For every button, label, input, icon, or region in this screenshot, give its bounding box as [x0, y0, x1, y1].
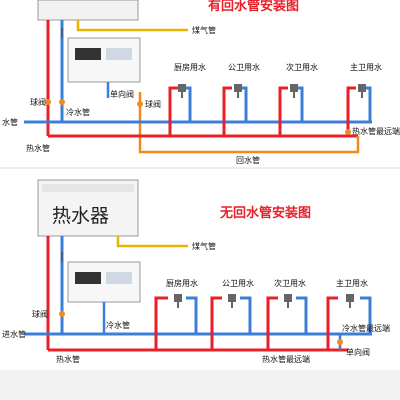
bottom-fixture-label: 公卫用水 [222, 278, 254, 288]
ball-valve-icon [59, 99, 65, 105]
bottom-fixture-label: 厨房用水 [166, 278, 198, 288]
top-pump-display [75, 48, 101, 60]
bottom-fixture-label: 主卫用水 [336, 278, 368, 288]
check-valve-icon [345, 129, 351, 135]
faucet-icon [346, 294, 354, 308]
top-water-heater [37, 0, 139, 21]
faucet-icon [228, 294, 236, 308]
ball-valve-icon [59, 311, 65, 317]
bottom-title: 无回水管安装图 [219, 205, 311, 221]
bottom-cold-pipe-label: 冷水管 [106, 320, 130, 330]
top-gas-pipe-label: 煤气管 [192, 25, 216, 35]
top-ball-valve-left-label: 球阀 [30, 97, 46, 107]
bottom-heater-label: 热水器 [52, 205, 109, 227]
top-return-pipe-label: 回水管 [236, 155, 260, 165]
bottom-check-valve-label: 单向阀 [346, 347, 370, 357]
faucet-icon [290, 84, 298, 98]
bottom-far-end-hot-label: 热水管最远端 [262, 354, 310, 364]
bottom-control-display [75, 272, 101, 284]
bottom-heater-top-panel [42, 184, 134, 192]
top-fixture-label: 主卫用水 [350, 62, 382, 72]
bottom-gas-pipe-label: 煤气管 [192, 241, 216, 251]
top-check-valve-label: 单向阀 [110, 89, 134, 99]
faucet-icon [174, 294, 182, 308]
faucet-icon [358, 84, 366, 98]
top-fixture-pipes [168, 86, 372, 136]
bottom-diagram: 热水器 无回水管安装图 煤气管 [2, 179, 390, 364]
bottom-control-panel [106, 272, 132, 284]
top-faucets [178, 84, 366, 98]
bottom-hot-pipe-label: 热水管 [56, 354, 80, 364]
ball-valve-icon [45, 99, 51, 105]
bottom-gas-pipe [116, 236, 188, 248]
faucet-icon [178, 84, 186, 98]
top-gas-pipe [76, 20, 188, 32]
ball-valve-icon [137, 101, 143, 107]
top-pump-panel [106, 48, 132, 60]
top-hot-pipe-label: 热水管 [26, 143, 50, 153]
top-fixture-label: 公卫用水 [228, 62, 260, 72]
bottom-far-end-cold-label: 冷水管最远端 [342, 323, 390, 333]
bottom-fixture-pipes [154, 296, 372, 350]
bottom-faucets [174, 294, 354, 308]
top-title: 有回水管安装图 [208, 0, 299, 14]
faucet-icon [234, 84, 242, 98]
faucet-icon [284, 294, 292, 308]
top-fixture-label: 厨房用水 [174, 62, 206, 72]
top-cold-pipe-label: 冷水管 [66, 107, 90, 117]
top-cold-in-label: 水管 [2, 117, 18, 127]
bottom-cold-in-label: 进水管 [2, 329, 26, 339]
check-valve-icon [337, 339, 343, 345]
top-diagram: 有回水管安装图 煤气管 [2, 0, 400, 165]
top-fixture-label: 次卫用水 [286, 62, 318, 72]
footer-band [0, 370, 400, 400]
top-far-end-label: 热水管最远端 [352, 126, 400, 136]
bottom-fixture-label: 次卫用水 [274, 278, 306, 288]
top-ball-valve-right-label: 球阀 [145, 99, 161, 109]
top-return-pipe [138, 136, 360, 154]
bottom-ball-valve-label: 球阀 [32, 309, 48, 319]
